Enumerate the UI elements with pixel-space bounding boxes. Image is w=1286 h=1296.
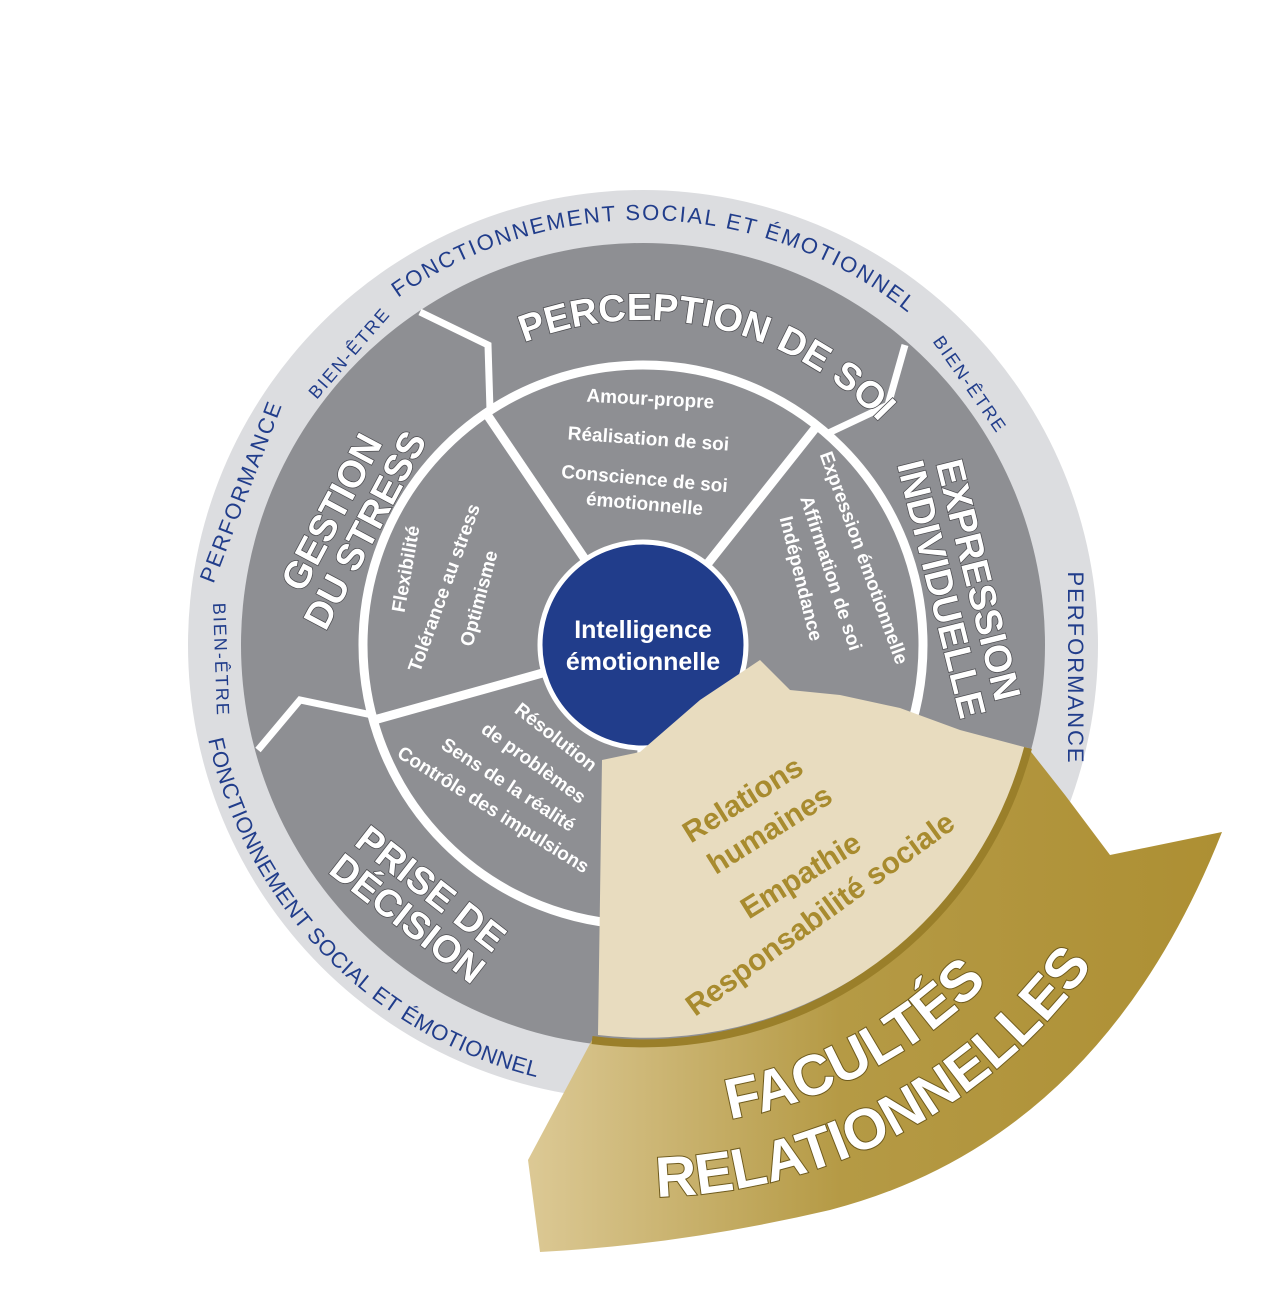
- center-line2: émotionnelle: [566, 648, 720, 676]
- wellbeing-bottom-left: BIEN-ÊTRE: [209, 602, 233, 717]
- relational-inner-panel: [598, 660, 1028, 1038]
- sector-dividers: [255, 308, 909, 753]
- relational-band-edge: [591, 746, 1032, 1048]
- center-circle: [537, 539, 749, 751]
- relational-band: [528, 748, 1222, 1252]
- ring-label-right: PERFORMANCE: [1063, 571, 1088, 764]
- center-line1: Intelligence: [574, 616, 712, 644]
